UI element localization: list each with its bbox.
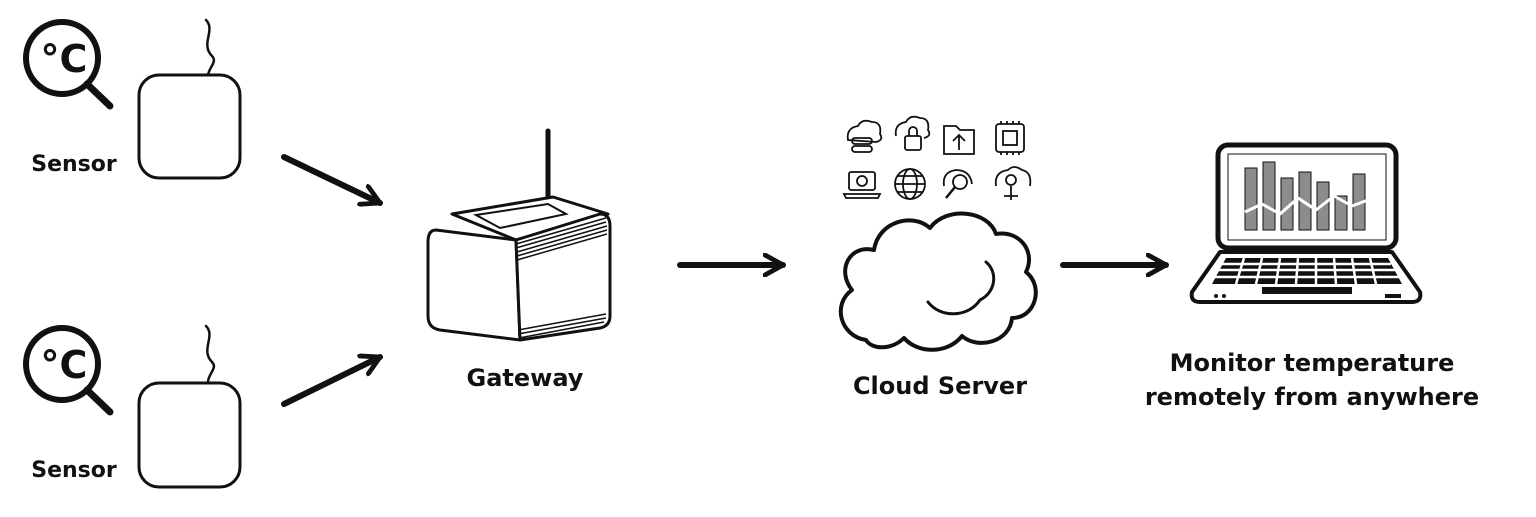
chip-icon bbox=[995, 121, 1025, 155]
cloud-database-icon bbox=[846, 119, 883, 153]
celsius-symbol: °C bbox=[41, 37, 88, 81]
sensor-label: Sensor bbox=[31, 152, 117, 177]
celsius-symbol: °C bbox=[41, 343, 88, 387]
cloud-server-label: Cloud Server bbox=[853, 372, 1027, 400]
sensor-label: Sensor bbox=[31, 458, 117, 483]
arrow-sensor1-to-gateway bbox=[281, 154, 383, 203]
search-icon bbox=[942, 169, 973, 199]
monitor-label-line2: remotely from anywhere bbox=[1145, 383, 1479, 411]
gateway-label: Gateway bbox=[467, 364, 584, 392]
folder-upload-icon bbox=[943, 125, 975, 155]
cloud-service-icons bbox=[842, 115, 1032, 200]
laptop-sync-icon bbox=[842, 171, 882, 199]
sensor-2: °C Sensor bbox=[23, 324, 242, 489]
monitor-label-line1: Monitor temperature bbox=[1170, 349, 1455, 377]
laptop-monitor-icon bbox=[1189, 142, 1423, 304]
sensor-device-icon bbox=[137, 18, 242, 180]
cloud-server-icon bbox=[838, 211, 1038, 352]
trend-line bbox=[1244, 194, 1369, 216]
temperature-magnifier-icon: °C bbox=[23, 19, 114, 110]
cloud-lock-icon bbox=[894, 115, 931, 151]
globe-icon bbox=[894, 168, 926, 200]
arrow-sensor2-to-gateway bbox=[281, 357, 383, 407]
sensor-1: °C Sensor bbox=[23, 18, 242, 180]
gateway-device-icon bbox=[426, 128, 612, 342]
temperature-magnifier-icon: °C bbox=[23, 325, 114, 416]
cloud-gear-icon bbox=[994, 166, 1032, 200]
sensor-device-icon bbox=[137, 324, 242, 489]
